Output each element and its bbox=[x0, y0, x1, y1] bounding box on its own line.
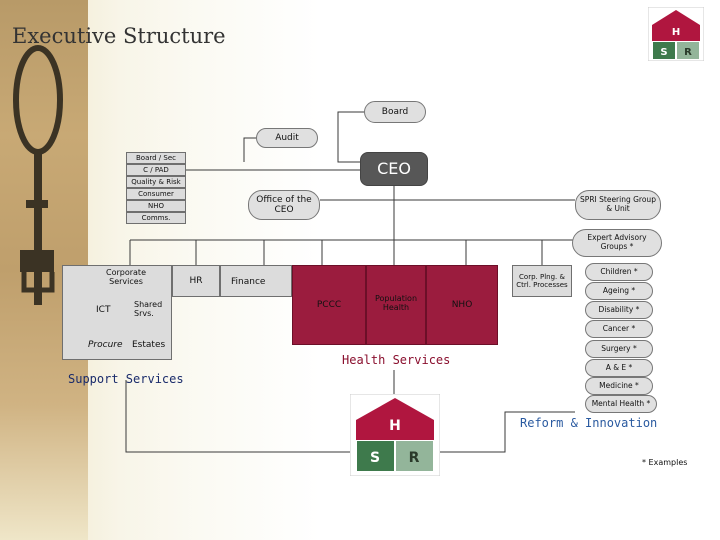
pccc-box: PCCC bbox=[292, 265, 366, 345]
advisory-disability: Disability * bbox=[585, 301, 653, 319]
office-of-ceo-box: Office of the CEO bbox=[248, 190, 320, 220]
ceo-staff-quality-risk: Quality & Risk bbox=[126, 176, 186, 188]
advisory-mental-health: Mental Health * bbox=[585, 395, 657, 413]
ceo-staff-consumer: Consumer bbox=[126, 188, 186, 200]
ceo-staff-nho: NHO bbox=[126, 200, 186, 212]
ict-label: ICT bbox=[96, 305, 111, 315]
spri-box: SPRI Steering Group & Unit bbox=[575, 190, 661, 220]
estates-label: Estates bbox=[132, 340, 166, 350]
finance-box: Finance bbox=[220, 265, 292, 297]
population-health-box: Population Health bbox=[366, 265, 426, 345]
page-title: Executive Structure bbox=[12, 24, 226, 48]
hsr-logo-top: H S R bbox=[648, 7, 704, 61]
ceo-staff-comms: Comms. bbox=[126, 212, 186, 224]
nho-box: NHO bbox=[426, 265, 498, 345]
expert-advisory-box: Expert Advisory Groups * bbox=[572, 229, 662, 257]
footnote-examples: * Examples bbox=[642, 458, 688, 467]
health-services-label: Health Services bbox=[342, 353, 451, 367]
advisory-children: Children * bbox=[585, 263, 653, 281]
board-box: Board bbox=[364, 101, 426, 123]
corporate-services-box bbox=[62, 265, 172, 360]
advisory-surgery: Surgery * bbox=[585, 340, 653, 358]
advisory-ageing: Ageing * bbox=[585, 282, 653, 300]
ceo-staff-c-pad: C / PAD bbox=[126, 164, 186, 176]
advisory-cancer: Cancer * bbox=[585, 320, 653, 338]
ceo-box: CEO bbox=[360, 152, 428, 186]
svg-text:S: S bbox=[370, 450, 380, 466]
hsr-logo-center: H S R bbox=[350, 394, 440, 476]
svg-text:R: R bbox=[409, 450, 420, 466]
svg-text:S: S bbox=[660, 47, 667, 58]
advisory-medicine: Medicine * bbox=[585, 377, 653, 395]
procure-label: Procure bbox=[88, 340, 123, 350]
corporate-services-label: Corporate Services bbox=[106, 268, 146, 286]
svg-text:R: R bbox=[684, 47, 692, 58]
audit-box: Audit bbox=[256, 128, 318, 148]
advisory-a-and-e: A & E * bbox=[585, 359, 653, 377]
support-services-label: Support Services bbox=[68, 372, 184, 386]
svg-text:H: H bbox=[389, 418, 401, 434]
svg-text:H: H bbox=[672, 27, 680, 38]
corp-planning-box: Corp. Plng. & Ctrl. Processes bbox=[512, 265, 572, 297]
shared-services-label: Shared Srvs. bbox=[134, 300, 163, 318]
reform-innovation-label: Reform & Innovation bbox=[520, 416, 658, 430]
hr-box: HR bbox=[172, 265, 220, 297]
ceo-staff-board-sec: Board / Sec bbox=[126, 152, 186, 164]
